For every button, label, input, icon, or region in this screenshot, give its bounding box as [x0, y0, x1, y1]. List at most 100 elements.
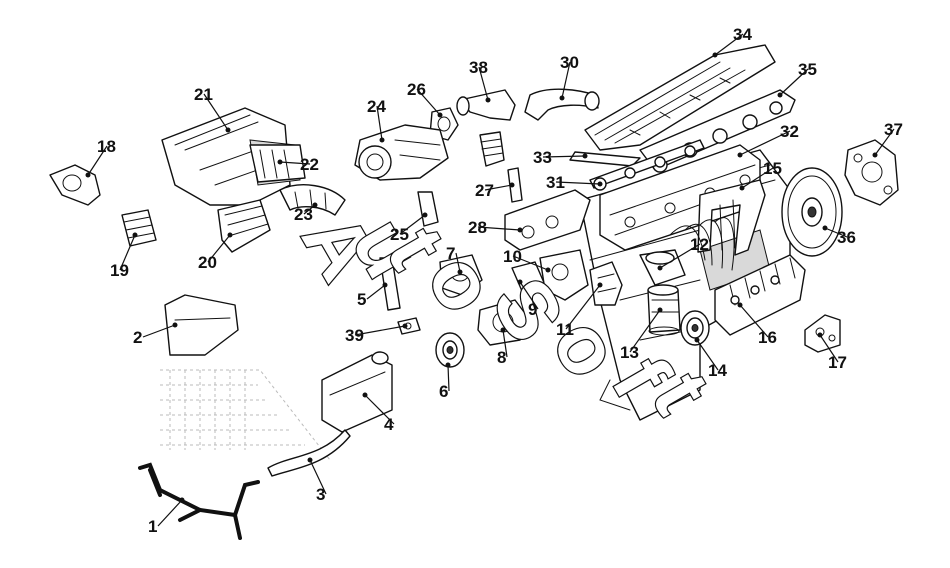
- leader-line-34: [714, 33, 744, 56]
- callout-part-16: 16: [737, 302, 777, 347]
- callout-number-24: 24: [367, 97, 386, 116]
- part-39-bracket: [397, 317, 421, 335]
- leader-dot-24: [379, 137, 385, 143]
- callout-part-25: 25: [390, 212, 428, 244]
- callout-part-22: 22: [277, 155, 319, 174]
- callout-part-21: 21: [194, 85, 231, 133]
- callout-number-22: 22: [300, 155, 319, 174]
- part-23-intake-hose: [279, 184, 346, 216]
- callout-part-20: 20: [198, 232, 233, 272]
- callout-number-9: 9: [528, 300, 537, 319]
- leader-dot-10: [545, 267, 551, 273]
- callout-number-36: 36: [837, 228, 856, 247]
- leader-line-25: [399, 214, 426, 235]
- part-8-water-pump: [477, 299, 531, 346]
- callout-number-3: 3: [316, 485, 325, 504]
- leader-dot-35: [777, 92, 783, 98]
- callout-number-31: 31: [546, 173, 565, 192]
- leader-dot-11: [597, 282, 603, 288]
- callout-number-2: 2: [133, 328, 142, 347]
- callout-number-18: 18: [97, 137, 116, 156]
- callout-number-8: 8: [497, 348, 506, 367]
- callout-number-6: 6: [439, 382, 448, 401]
- part-17-bracket: [804, 314, 841, 353]
- leader-line-24: [376, 105, 383, 141]
- callout-part-18: 18: [85, 137, 116, 178]
- callout-number-5: 5: [357, 290, 366, 309]
- leader-line-12: [659, 243, 701, 269]
- leader-line-33: [542, 155, 586, 158]
- leader-dot-1: [179, 497, 185, 503]
- callout-part-14: 14: [694, 337, 727, 380]
- callout-part-7: 7: [446, 244, 463, 275]
- callout-part-2: 2: [133, 322, 178, 347]
- leader-line-10: [512, 255, 549, 271]
- leader-line-3: [309, 459, 327, 495]
- part-7-thermostat: [439, 254, 483, 296]
- callout-number-1: 1: [148, 517, 157, 536]
- callout-number-33: 33: [533, 148, 552, 167]
- part-6-pulley: [435, 332, 465, 368]
- leader-dot-26: [437, 112, 443, 118]
- callout-number-30: 30: [560, 53, 579, 72]
- leader-dot-19: [132, 232, 138, 238]
- leader-line-32: [739, 130, 791, 156]
- part-5-pipe: [379, 257, 401, 311]
- part-36-flywheel: [781, 167, 843, 257]
- radiator-grid-background: [160, 369, 331, 461]
- callout-number-16: 16: [758, 328, 777, 347]
- leader-line-17: [819, 334, 839, 363]
- leader-line-26: [416, 88, 441, 116]
- callout-part-19: 19: [110, 232, 138, 280]
- callout-part-8: 8: [497, 327, 508, 367]
- leader-dot-36: [822, 225, 828, 231]
- leader-dot-15: [739, 185, 745, 191]
- leader-line-38: [478, 66, 489, 101]
- callout-part-6: 6: [439, 362, 451, 401]
- leader-line-37: [874, 128, 895, 156]
- leader-line-5: [366, 284, 386, 300]
- callout-number-4: 4: [384, 415, 394, 434]
- leader-line-36: [824, 227, 848, 238]
- callout-number-23: 23: [294, 205, 313, 224]
- leader-line-20: [207, 234, 231, 263]
- leader-line-14: [696, 339, 719, 371]
- part-33-gasket: [569, 151, 641, 167]
- callout-part-31: 31: [546, 173, 603, 192]
- leader-line-15: [741, 167, 774, 189]
- leader-line-22: [279, 161, 311, 165]
- part-16-injection-pump: [714, 254, 806, 336]
- leader-dot-31: [597, 181, 603, 187]
- leader-dot-33: [582, 153, 588, 159]
- part-37-plate: [844, 139, 899, 206]
- leader-dot-27: [509, 182, 515, 188]
- callout-number-26: 26: [407, 80, 426, 99]
- callout-number-28: 28: [468, 218, 487, 237]
- callout-number-13: 13: [620, 343, 639, 362]
- leader-dot-30: [559, 95, 565, 101]
- leader-line-19: [119, 234, 136, 271]
- callout-part-11: 11: [556, 282, 603, 339]
- callout-number-39: 39: [345, 326, 364, 345]
- leader-line-21: [203, 93, 229, 131]
- leader-dot-38: [485, 97, 491, 103]
- part-28-manifold: [504, 189, 591, 251]
- callout-part-5: 5: [357, 282, 388, 309]
- part-2-reservoir: [164, 294, 239, 356]
- leader-line-13: [629, 309, 661, 353]
- leader-dot-5: [382, 282, 388, 288]
- callout-part-33: 33: [533, 148, 588, 167]
- part-25-bracket: [417, 191, 439, 227]
- callout-number-11: 11: [556, 320, 574, 339]
- callout-number-15: 15: [763, 159, 782, 178]
- part-14-pulley: [680, 310, 710, 346]
- part-11-housing: [589, 261, 623, 306]
- leader-dot-37: [872, 152, 878, 158]
- callout-part-39: 39: [345, 323, 408, 345]
- callout-part-23: 23: [294, 202, 318, 224]
- callout-part-38: 38: [469, 58, 491, 103]
- callout-part-32: 32: [737, 122, 799, 158]
- callout-number-14: 14: [708, 361, 727, 380]
- callout-part-27: 27: [475, 181, 515, 200]
- callout-part-34: 34: [712, 25, 752, 58]
